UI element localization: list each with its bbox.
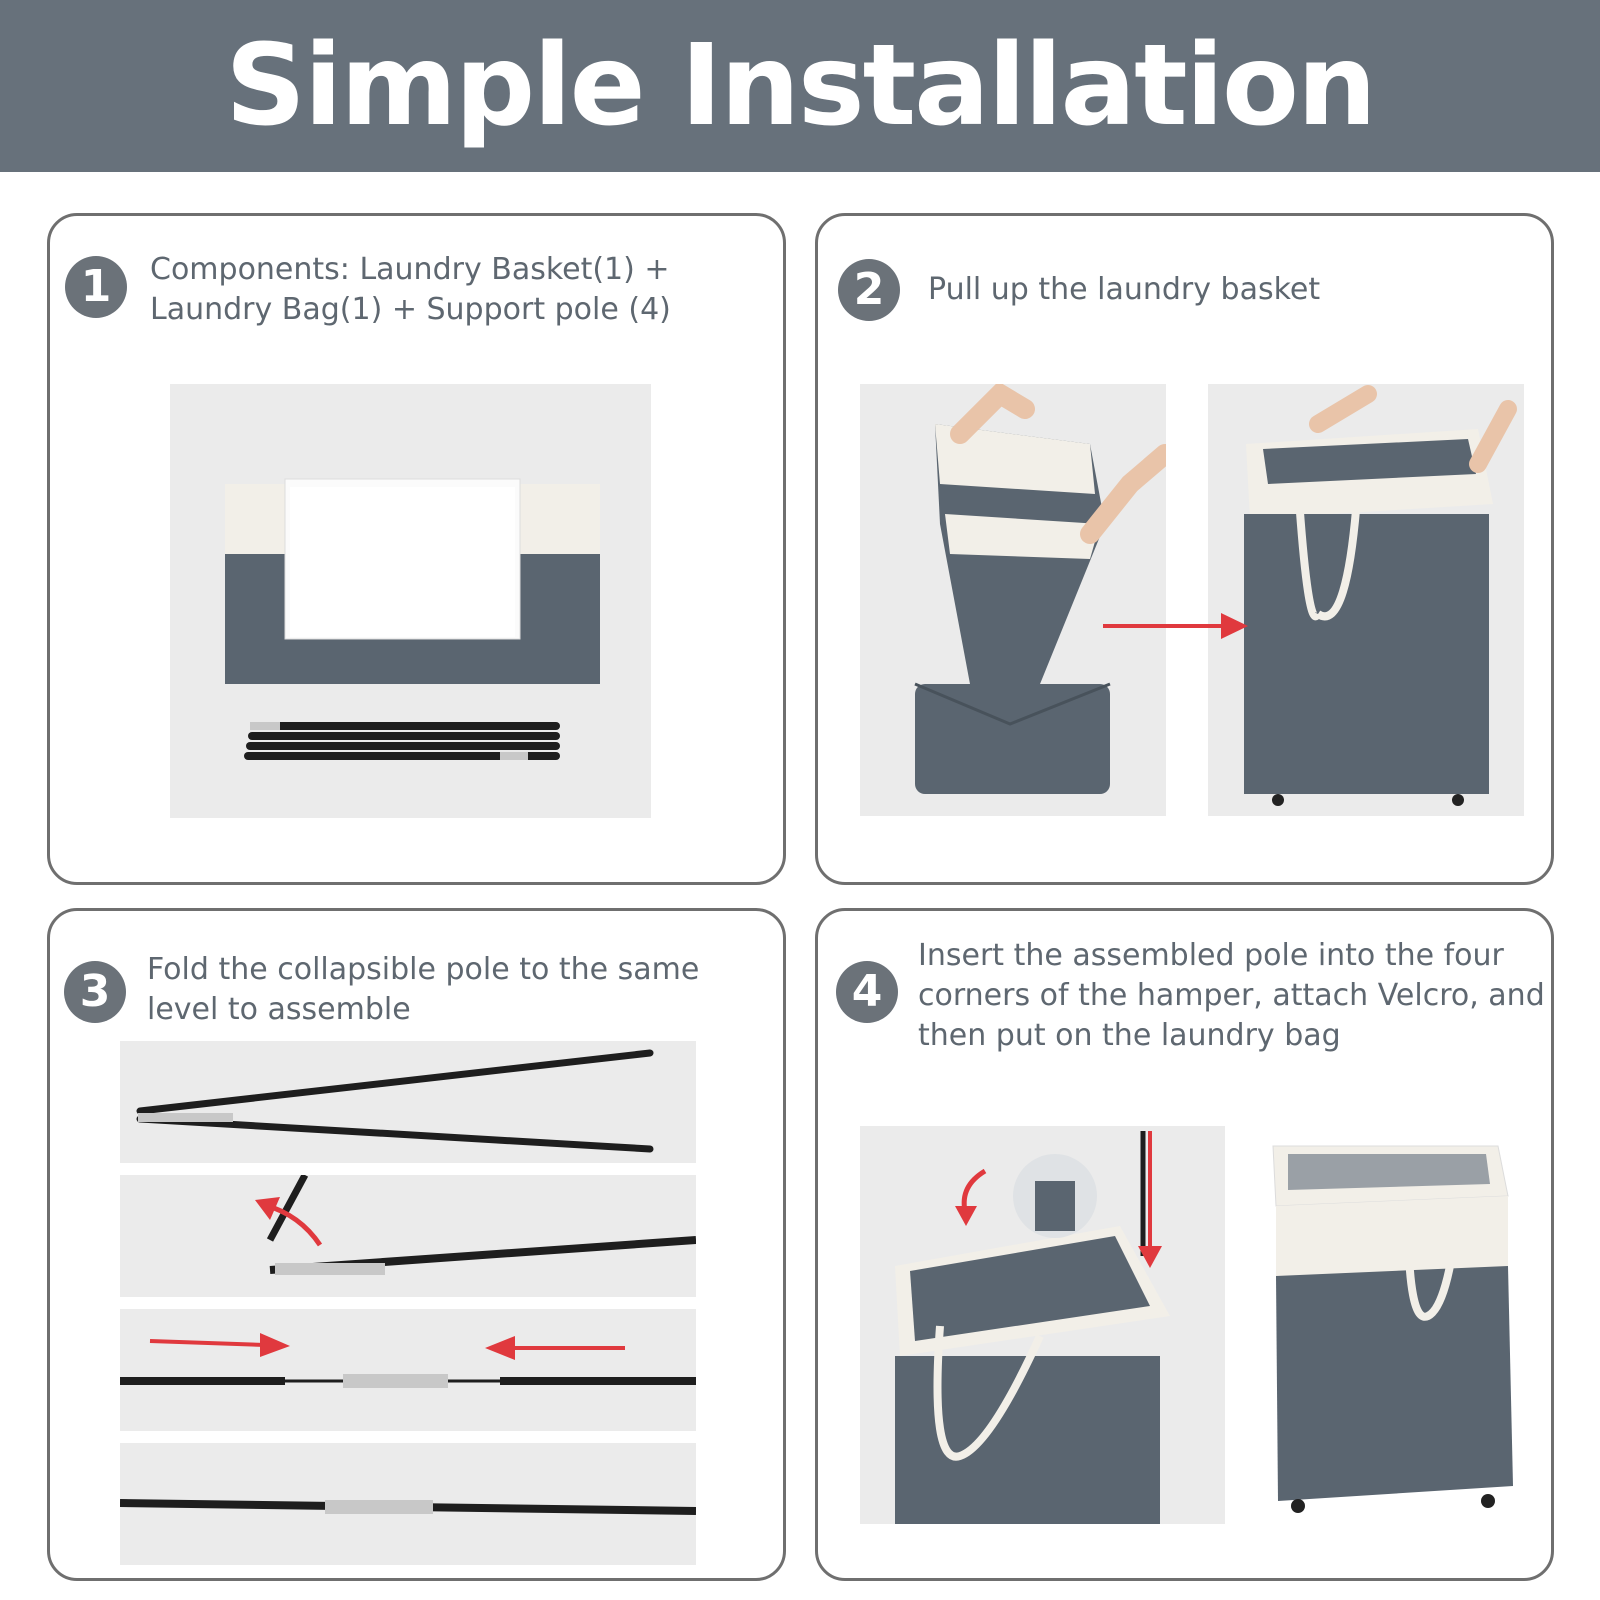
pole-assembled-photo: [120, 1443, 696, 1565]
caption-line: Components: Laundry Basket(1) +: [150, 252, 670, 287]
step-4-caption: Insert the assembled pole into the four …: [918, 936, 1545, 1056]
finished-hamper-photo: [1258, 1126, 1520, 1524]
step-3-card: 3 Fold the collapsible pole to the same …: [47, 908, 786, 1581]
step-2-caption: Pull up the laundry basket: [928, 270, 1320, 310]
caption-line: level to assemble: [147, 992, 411, 1027]
caption-line: Fold the collapsible pole to the same: [147, 952, 700, 987]
pole-folded-photo: [120, 1041, 696, 1163]
caption-line: corners of the hamper, attach Velcro, an…: [918, 978, 1545, 1013]
step-1-badge: 1: [65, 256, 127, 318]
step-4-card: 4 Insert the assembled pole into the fou…: [815, 908, 1554, 1581]
red-arrow-icon: [1103, 613, 1248, 639]
collapsed-basket-photo: [860, 384, 1166, 816]
step-1-card: 1 Components: Laundry Basket(1) + Laundr…: [47, 213, 786, 885]
insert-pole-photo: [860, 1126, 1225, 1524]
page-title: Simple Installation Process: [225, 21, 1376, 323]
step-4-badge: 4: [836, 961, 898, 1023]
step-3-caption: Fold the collapsible pole to the same le…: [147, 950, 699, 1030]
caption-line: Insert the assembled pole into the four: [918, 938, 1504, 973]
caption-line: then put on the laundry bag: [918, 1018, 1341, 1053]
caption-line: Laundry Bag(1) + Support pole (4): [150, 292, 671, 327]
pulled-up-basket-photo: [1208, 384, 1524, 816]
step-2-badge: 2: [838, 259, 900, 321]
pole-unfolding-photo: [120, 1175, 696, 1297]
components-photo: [170, 384, 651, 818]
pole-joining-photo: [120, 1309, 696, 1431]
caption-line: Pull up the laundry basket: [928, 272, 1321, 307]
header-banner: Simple Installation Process: [0, 0, 1600, 323]
step-3-badge: 3: [64, 961, 126, 1023]
step-1-caption: Components: Laundry Basket(1) + Laundry …: [150, 250, 671, 330]
step-2-card: 2 Pull up the laundry basket: [815, 213, 1554, 885]
